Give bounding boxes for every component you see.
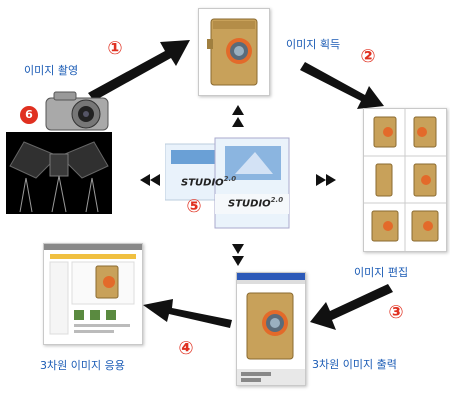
output-window — [236, 272, 306, 386]
down-triangle-2 — [232, 256, 244, 266]
right-triangle — [316, 174, 326, 186]
up-triangle-2 — [232, 117, 244, 127]
studio-setup — [6, 132, 112, 214]
application-webpage — [43, 243, 143, 345]
arrow-1 — [88, 40, 190, 101]
label-edit: 이미지 편집 — [354, 266, 409, 279]
arrow-4 — [143, 299, 232, 328]
software-version-2: 2.0 — [270, 196, 284, 204]
label-acquire: 이미지 획득 — [286, 38, 341, 51]
up-triangle — [232, 105, 244, 115]
software-brand-2: STUDIO2.0 — [228, 196, 284, 210]
label-capture: 이미지 촬영 — [24, 64, 79, 77]
label-apply: 3차원 이미지 응용 — [40, 359, 125, 372]
step-2: ② — [360, 46, 376, 67]
software-box — [165, 134, 295, 234]
software-version-1: 2.0 — [223, 175, 237, 183]
arrow-2 — [300, 62, 384, 109]
left-triangle — [140, 174, 150, 186]
step-1: ① — [107, 38, 123, 59]
software-brand-1: STUDIO2.0 — [181, 175, 237, 189]
digital-camera — [44, 88, 114, 134]
step-6: 6 — [20, 106, 38, 124]
down-triangle — [232, 244, 244, 254]
label-output: 3차원 이미지 출력 — [312, 358, 397, 371]
arrow-3 — [310, 284, 393, 330]
right-triangle-2 — [326, 174, 336, 186]
step-5: ⑤ — [186, 196, 202, 217]
left-triangle-2 — [150, 174, 160, 186]
edit-image-grid — [363, 108, 447, 252]
step-3: ③ — [388, 302, 404, 323]
step-4: ④ — [178, 338, 194, 359]
acquired-image — [198, 8, 270, 96]
